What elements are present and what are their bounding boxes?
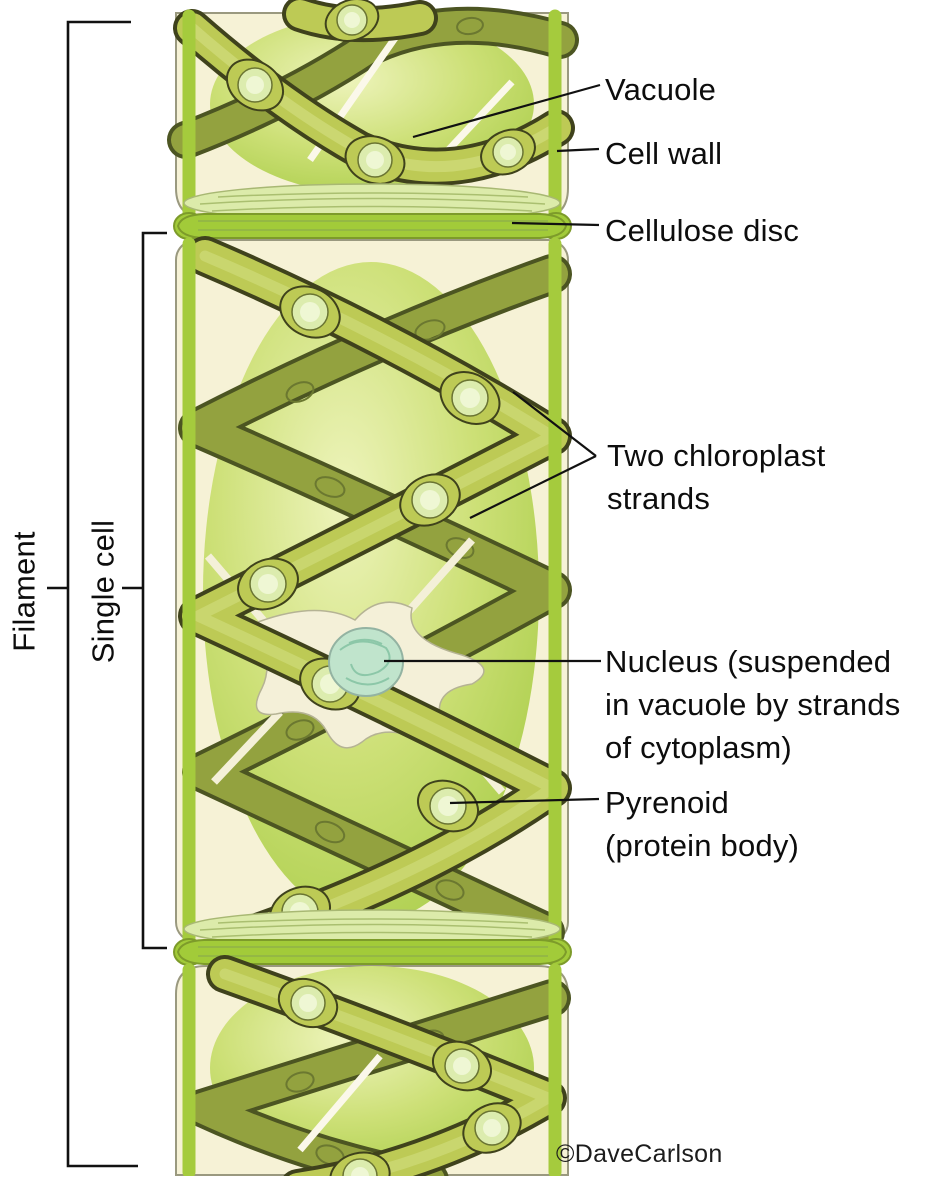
nucleus bbox=[328, 627, 404, 697]
credit-text: ©DaveCarlson bbox=[556, 1140, 723, 1168]
label-vacuole: Vacuole bbox=[605, 72, 717, 107]
cell-middle bbox=[175, 236, 572, 963]
cellulose-disc-bar bbox=[173, 212, 572, 240]
cell-top bbox=[167, 0, 579, 219]
pyrenoids-top bbox=[226, 0, 536, 185]
cell-wall bbox=[182, 9, 562, 219]
bracket-filament bbox=[66, 20, 138, 1168]
label-single-cell: Single cell bbox=[85, 519, 121, 664]
label-filament: Filament bbox=[6, 531, 42, 652]
chloroplast-strand-front bbox=[178, 236, 572, 963]
bracket-single-cell bbox=[141, 231, 167, 950]
cell-wall bbox=[182, 963, 562, 1179]
leader-chloroplast-upper bbox=[512, 391, 597, 457]
label-nucleus: Nucleus (suspended in vacuole by strands… bbox=[605, 644, 901, 765]
leader-cellulose-disc bbox=[511, 221, 600, 227]
cell-bottom bbox=[160, 955, 580, 1200]
cellulose-disc-junction-1 bbox=[173, 183, 572, 240]
cell-wall bbox=[182, 237, 562, 945]
label-cellulose-disc: Cellulose disc bbox=[605, 213, 800, 248]
cellulose-disc-junction-2 bbox=[173, 909, 572, 966]
label-pyrenoid: Pyrenoid (protein body) bbox=[605, 785, 800, 863]
leader-pyrenoid bbox=[449, 797, 600, 805]
leader-cell-wall bbox=[556, 147, 600, 153]
leader-vacuole bbox=[412, 83, 601, 139]
cellulose-disc-bar bbox=[173, 938, 572, 966]
label-cell-wall: Cell wall bbox=[605, 136, 723, 171]
leader-chloroplast-lower bbox=[469, 455, 597, 519]
label-chloroplast-strands: Two chloroplast strands bbox=[607, 438, 826, 516]
